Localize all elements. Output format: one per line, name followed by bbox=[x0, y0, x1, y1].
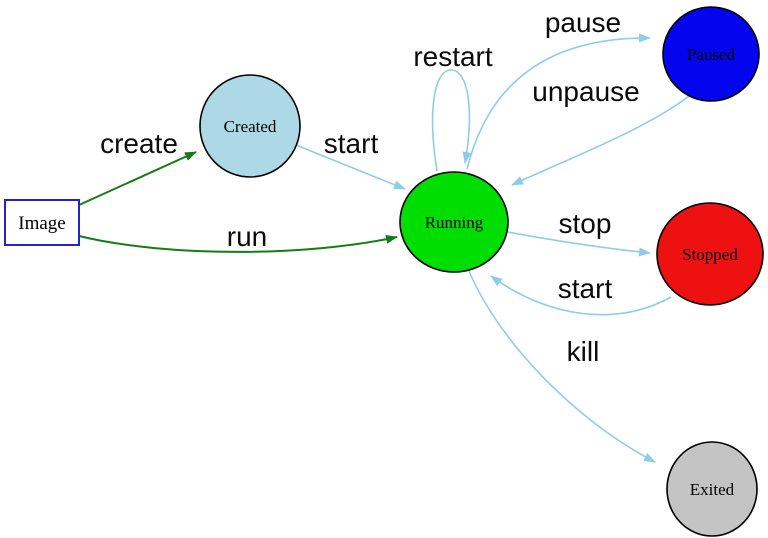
edge-label-stop: stop bbox=[559, 208, 612, 239]
node-stopped: Stopped bbox=[656, 202, 764, 306]
node-running: Running bbox=[399, 171, 509, 273]
edge-label-pause: pause bbox=[545, 7, 621, 38]
node-exited: Exited bbox=[666, 441, 758, 537]
created-ellipse bbox=[199, 74, 301, 178]
node-label-created: Created bbox=[224, 117, 277, 136]
node-label-exited: Exited bbox=[690, 480, 735, 499]
edge-label-restart: restart bbox=[413, 41, 493, 72]
edge-unpause bbox=[511, 95, 690, 186]
exited-ellipse bbox=[666, 441, 758, 537]
paused-ellipse bbox=[662, 6, 760, 102]
edge-label-unpause: unpause bbox=[532, 76, 639, 107]
node-image: Image bbox=[4, 199, 80, 246]
edge-restart-self-loop bbox=[431, 69, 472, 172]
node-label-running: Running bbox=[425, 213, 484, 232]
node-created: Created bbox=[199, 74, 301, 178]
edge-label-kill: kill bbox=[567, 336, 600, 367]
edge-create bbox=[78, 151, 197, 206]
edge-label-run: run bbox=[227, 221, 267, 252]
edge-kill bbox=[468, 270, 656, 463]
edge-pause bbox=[466, 33, 651, 170]
node-paused: Paused bbox=[662, 6, 760, 102]
edge-start-created-running bbox=[295, 144, 406, 190]
edge-label-start-top: start bbox=[324, 128, 379, 159]
edge-run bbox=[78, 234, 398, 253]
image-box bbox=[4, 199, 80, 246]
stopped-ellipse bbox=[656, 202, 764, 306]
edge-start-stopped-running bbox=[490, 275, 672, 316]
edge-label-start-bottom: start bbox=[558, 273, 613, 304]
node-label-paused: Paused bbox=[687, 45, 736, 64]
edge-stop bbox=[507, 231, 651, 257]
node-label-image: Image bbox=[18, 213, 65, 234]
node-label-stopped: Stopped bbox=[682, 245, 738, 264]
running-ellipse bbox=[399, 171, 509, 273]
edge-label-create: create bbox=[100, 128, 178, 159]
